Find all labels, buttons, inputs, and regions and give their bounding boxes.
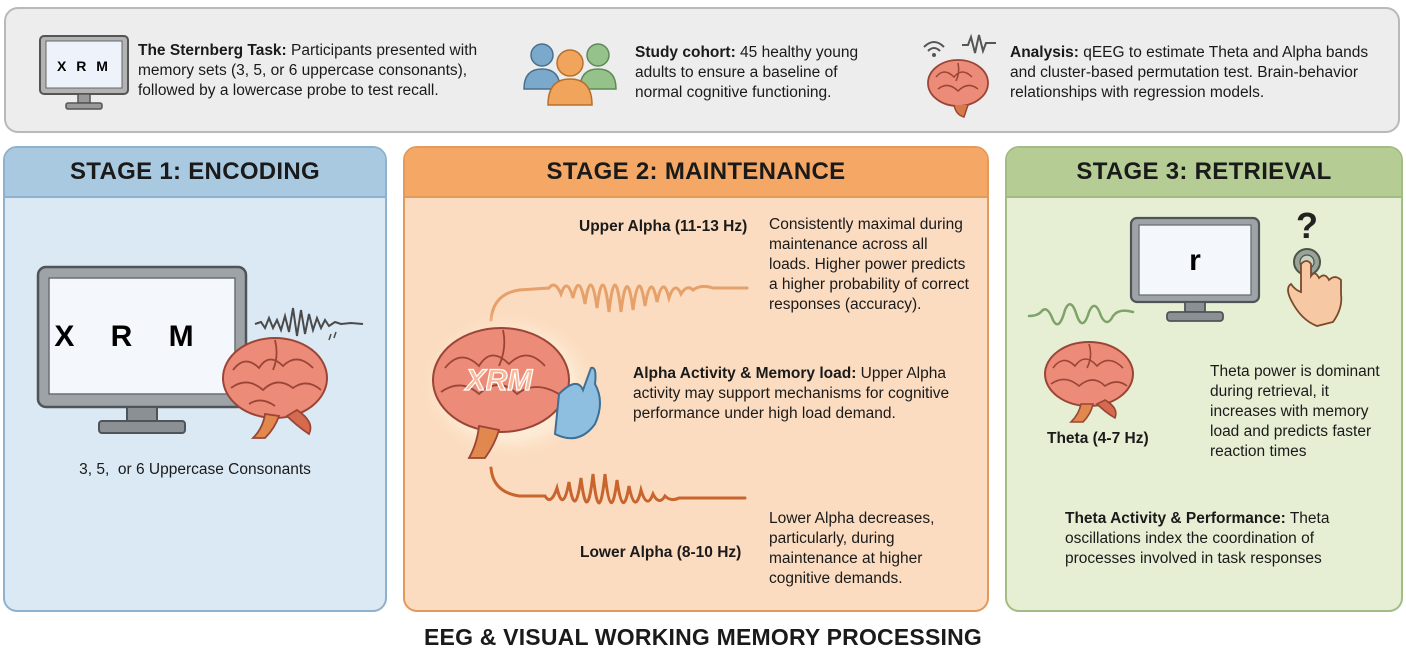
theta-text: Theta power is dominant during retrieval… bbox=[1210, 363, 1380, 460]
probe-letter: r bbox=[1189, 244, 1201, 277]
stage1-panel: STAGE 1: ENCODING X R M 3, 5, or 6 Upper… bbox=[3, 146, 387, 612]
cohort-info: Study cohort: 45 healthy young adults to… bbox=[635, 43, 885, 103]
monitor-icon: X R M bbox=[39, 35, 129, 110]
retrieval-monitor-icon: r bbox=[1129, 216, 1261, 322]
theta-performance-body: Theta oscillations index the coordinatio… bbox=[1065, 510, 1330, 567]
monitor-text: X R M bbox=[57, 58, 111, 74]
analysis-info: Analysis: qEEG to estimate Theta and Alp… bbox=[1010, 43, 1394, 103]
task-body: Participants presented with memory sets … bbox=[138, 42, 478, 99]
top-banner: X R M The Sternberg Task: Participants p… bbox=[4, 7, 1400, 133]
stage2-title: STAGE 2: MAINTENANCE bbox=[405, 148, 987, 198]
brain-signal-icon bbox=[923, 33, 996, 118]
upper-alpha-wave bbox=[489, 283, 749, 322]
stage3-panel: STAGE 3: RETRIEVAL r ? Theta (4-7 Hz) Th… bbox=[1005, 146, 1403, 612]
encoding-wave bbox=[254, 307, 364, 341]
people-icon bbox=[523, 43, 617, 106]
lower-alpha-text: Lower Alpha decreases, particularly, dur… bbox=[769, 510, 935, 587]
footer-title: EEG & VISUAL WORKING MEMORY PROCESSING bbox=[424, 624, 982, 650]
task-info: The Sternberg Task: Participants present… bbox=[138, 41, 486, 101]
maintenance-brain-icon: XRM bbox=[417, 310, 601, 462]
cohort-body: 45 healthy young adults to ensure a base… bbox=[635, 44, 859, 101]
upper-alpha-label: Upper Alpha (11-13 Hz) bbox=[579, 218, 748, 235]
encoding-monitor-text: X R M bbox=[54, 320, 207, 353]
pointer-hand-icon: ? bbox=[1287, 205, 1343, 327]
question-mark: ? bbox=[1296, 205, 1318, 246]
stage2-panel: STAGE 2: MAINTENANCE Upper Alpha (11-13 … bbox=[403, 146, 989, 612]
encoding-monitor-icon: X R M bbox=[36, 265, 248, 434]
alpha-memory-body: Upper Alpha activity may support mechani… bbox=[633, 365, 950, 422]
theta-performance-heading: Theta Activity & Performance: bbox=[1065, 510, 1286, 527]
stage1-title: STAGE 1: ENCODING bbox=[5, 148, 385, 198]
brain-text: XRM bbox=[464, 364, 534, 397]
task-heading: The Sternberg Task: bbox=[138, 42, 287, 59]
stage3-title: STAGE 3: RETRIEVAL bbox=[1007, 148, 1401, 198]
cohort-heading: Study cohort: bbox=[635, 44, 736, 61]
encoding-brain-icon bbox=[222, 337, 328, 439]
alpha-memory-text: Alpha Activity & Memory load: Upper Alph… bbox=[633, 364, 973, 424]
upper-alpha-text: Consistently maximal during maintenance … bbox=[769, 216, 969, 313]
stage1-caption: 3, 5, or 6 Uppercase Consonants bbox=[79, 461, 311, 478]
lower-alpha-wave bbox=[489, 466, 747, 505]
lower-alpha-label: Lower Alpha (8-10 Hz) bbox=[580, 544, 742, 561]
retrieval-brain-icon bbox=[1044, 341, 1134, 423]
theta-performance-text: Theta Activity & Performance: Theta osci… bbox=[1065, 509, 1365, 569]
analysis-heading: Analysis: bbox=[1010, 44, 1079, 61]
alpha-memory-heading: Alpha Activity & Memory load: bbox=[633, 365, 857, 382]
analysis-body: qEEG to estimate Theta and Alpha bands a… bbox=[1010, 44, 1369, 101]
theta-label: Theta (4-7 Hz) bbox=[1047, 430, 1149, 447]
theta-wave bbox=[1027, 303, 1135, 326]
